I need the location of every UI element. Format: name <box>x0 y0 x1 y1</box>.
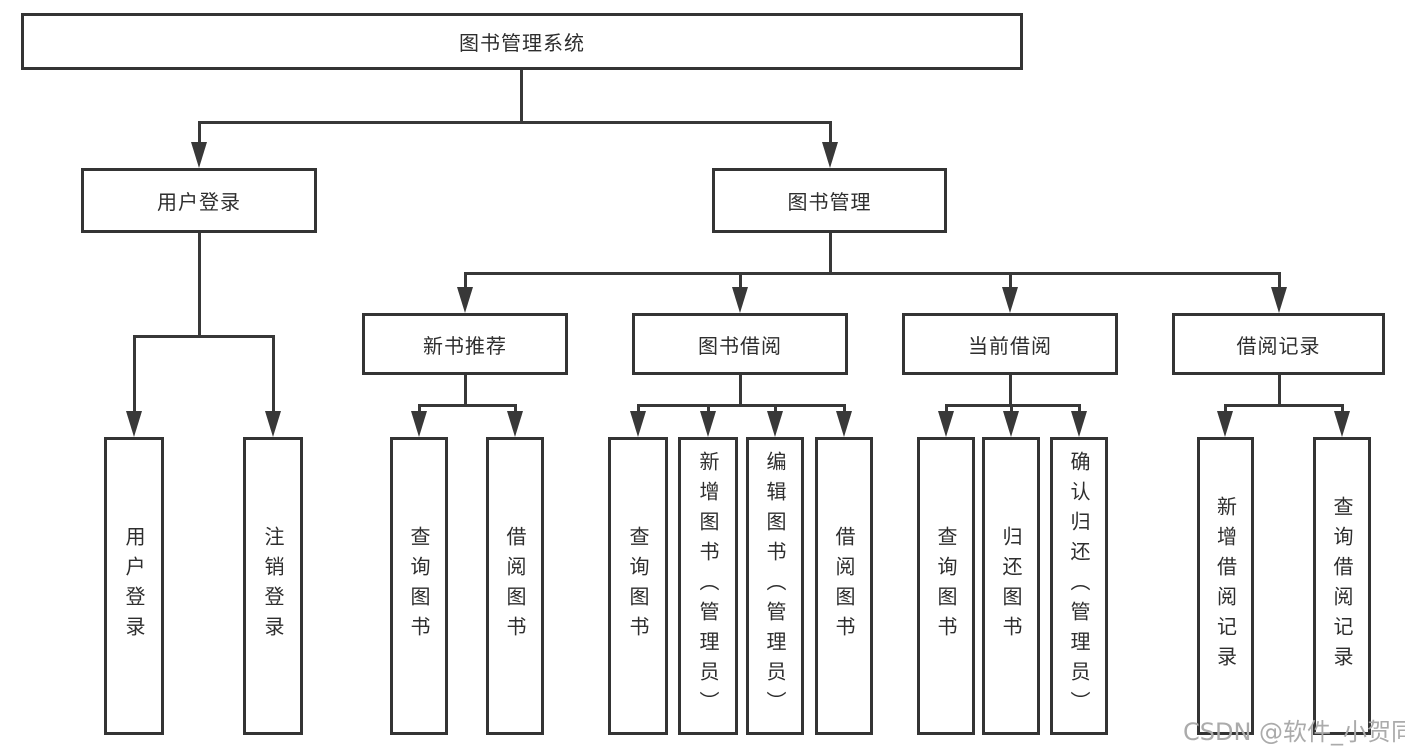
connector-bookmgmt-stem <box>829 233 832 275</box>
connector-stem <box>1278 375 1281 407</box>
leaf-return-book: 归还图书 <box>982 437 1040 735</box>
connector-userlogin-stem <box>198 233 201 338</box>
arrow-down-icon <box>822 142 838 168</box>
connector-stem <box>464 375 467 407</box>
arrow-down-icon <box>265 411 281 437</box>
leaf-add-book-admin: 新增图书（管理员） <box>678 437 738 735</box>
leaf-confirm-return-admin: 确认归还（管理员） <box>1050 437 1108 735</box>
arrow-down-icon <box>191 142 207 168</box>
connector-level2-bar <box>198 121 832 124</box>
arrow-down-icon <box>732 287 748 313</box>
connector-stem <box>739 272 742 294</box>
leaf-borrow-books-2: 借阅图书 <box>815 437 873 735</box>
leaf-borrow-books-1: 借阅图书 <box>486 437 544 735</box>
leaf-query-books-2: 查询图书 <box>608 437 668 735</box>
leaf-query-books-3: 查询图书 <box>917 437 975 735</box>
connector-stem <box>272 335 275 417</box>
node-new-book-recommend: 新书推荐 <box>362 313 568 375</box>
node-book-management: 图书管理 <box>712 168 947 233</box>
connector-userlogin-bar <box>133 335 275 338</box>
connector-stem <box>198 121 201 147</box>
arrow-down-icon <box>836 411 852 437</box>
node-borrow-records: 借阅记录 <box>1172 313 1385 375</box>
node-book-borrow: 图书借阅 <box>632 313 848 375</box>
arrow-down-icon <box>1003 411 1019 437</box>
arrow-down-icon <box>1071 411 1087 437</box>
node-library-system: 图书管理系统 <box>21 13 1023 70</box>
connector-stem <box>1009 272 1012 294</box>
arrow-down-icon <box>1002 287 1018 313</box>
leaf-query-borrow-record: 查询借阅记录 <box>1313 437 1371 735</box>
connector-stem <box>1278 272 1281 294</box>
arrow-down-icon <box>507 411 523 437</box>
connector-bar <box>1224 404 1344 407</box>
connector-bar <box>945 404 1081 407</box>
node-current-borrow: 当前借阅 <box>902 313 1118 375</box>
arrow-down-icon <box>457 287 473 313</box>
arrow-down-icon <box>1271 287 1287 313</box>
arrow-down-icon <box>767 411 783 437</box>
arrow-down-icon <box>630 411 646 437</box>
watermark: CSDN @软件_小贺同学 <box>1183 718 1405 746</box>
connector-stem <box>133 335 136 417</box>
arrow-down-icon <box>1217 411 1233 437</box>
connector-bar <box>637 404 846 407</box>
arrow-down-icon <box>700 411 716 437</box>
leaf-logout: 注销登录 <box>243 437 303 735</box>
connector-stem <box>464 272 467 294</box>
arrow-down-icon <box>126 411 142 437</box>
arrow-down-icon <box>1334 411 1350 437</box>
leaf-edit-book-admin: 编辑图书（管理员） <box>746 437 804 735</box>
node-user-login: 用户登录 <box>81 168 317 233</box>
connector-root-stem <box>520 70 523 123</box>
connector-stem <box>739 375 742 407</box>
connector-stem <box>1009 375 1012 407</box>
connector-level3-bar <box>464 272 1281 275</box>
leaf-add-borrow-record: 新增借阅记录 <box>1197 437 1254 735</box>
arrow-down-icon <box>938 411 954 437</box>
leaf-user-login: 用户登录 <box>104 437 164 735</box>
connector-bar <box>418 404 517 407</box>
arrow-down-icon <box>411 411 427 437</box>
leaf-query-books-1: 查询图书 <box>390 437 448 735</box>
connector-stem <box>829 121 832 147</box>
